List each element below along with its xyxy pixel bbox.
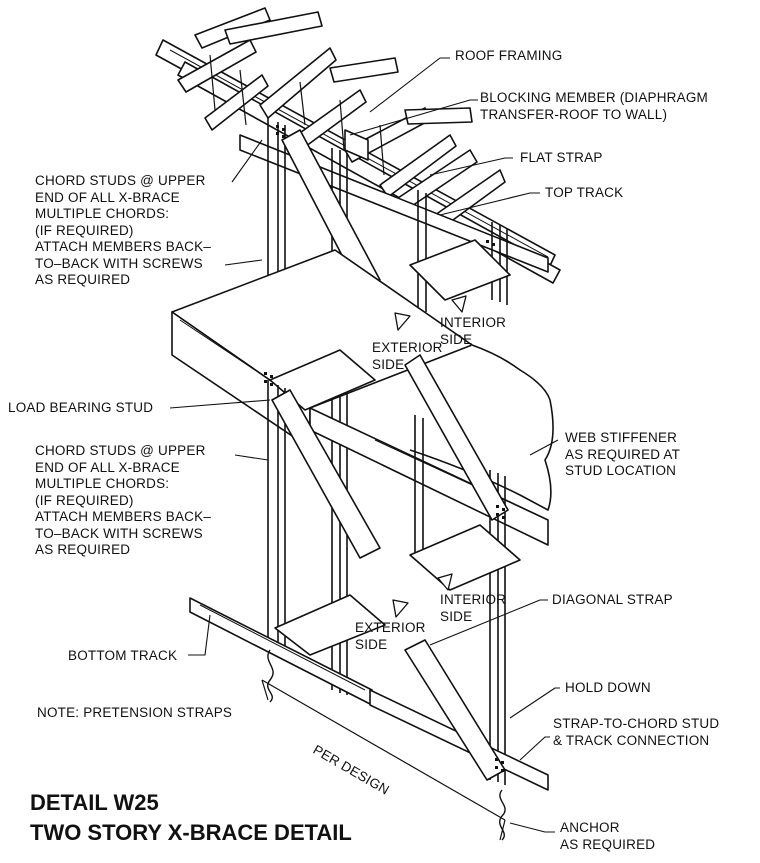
- label-hold-down: HOLD DOWN: [565, 680, 651, 695]
- bottom-track: [189, 594, 549, 841]
- label-interior-side-upper: INTERIOR SIDE: [440, 315, 507, 347]
- label-interior-side-lower: INTERIOR SIDE: [440, 592, 507, 624]
- label-diagonal-strap: DIAGONAL STRAP: [552, 592, 673, 607]
- leader-lines: [169, 57, 560, 833]
- label-roof-framing: ROOF FRAMING: [455, 48, 563, 63]
- detail-title: TWO STORY X-BRACE DETAIL: [30, 820, 352, 845]
- floor-diaphragm: [171, 249, 554, 546]
- label-anchor: ANCHOR AS REQUIRED: [560, 820, 656, 852]
- label-note: NOTE: PRETENSION STRAPS: [37, 705, 233, 720]
- label-chord-studs-upper: CHORD STUDS @ UPPER END OF ALL X-BRACE M…: [35, 173, 212, 287]
- label-chord-studs-lower: CHORD STUDS @ UPPER END OF ALL X-BRACE M…: [35, 443, 212, 557]
- label-flat-strap: FLAT STRAP: [520, 150, 603, 165]
- label-web-stiffener: WEB STIFFENER AS REQUIRED AT STUD LOCATI…: [565, 430, 681, 478]
- label-exterior-side-lower: EXTERIOR SIDE: [355, 620, 426, 652]
- label-strap-to-chord: STRAP-TO-CHORD STUD & TRACK CONNECTION: [553, 716, 720, 748]
- lower-wall: [264, 354, 521, 785]
- per-design-dimension: [261, 679, 506, 841]
- detail-number: DETAIL W25: [30, 790, 159, 815]
- label-bottom-track: BOTTOM TRACK: [68, 648, 178, 663]
- label-blocking-member: BLOCKING MEMBER (DIAPHRAGM TRANSFER-ROOF…: [480, 90, 708, 122]
- label-load-bearing-stud: LOAD BEARING STUD: [8, 400, 154, 415]
- label-exterior-side-upper: EXTERIOR SIDE: [372, 340, 443, 372]
- side-markers: [392, 295, 467, 618]
- label-top-track: TOP TRACK: [545, 185, 624, 200]
